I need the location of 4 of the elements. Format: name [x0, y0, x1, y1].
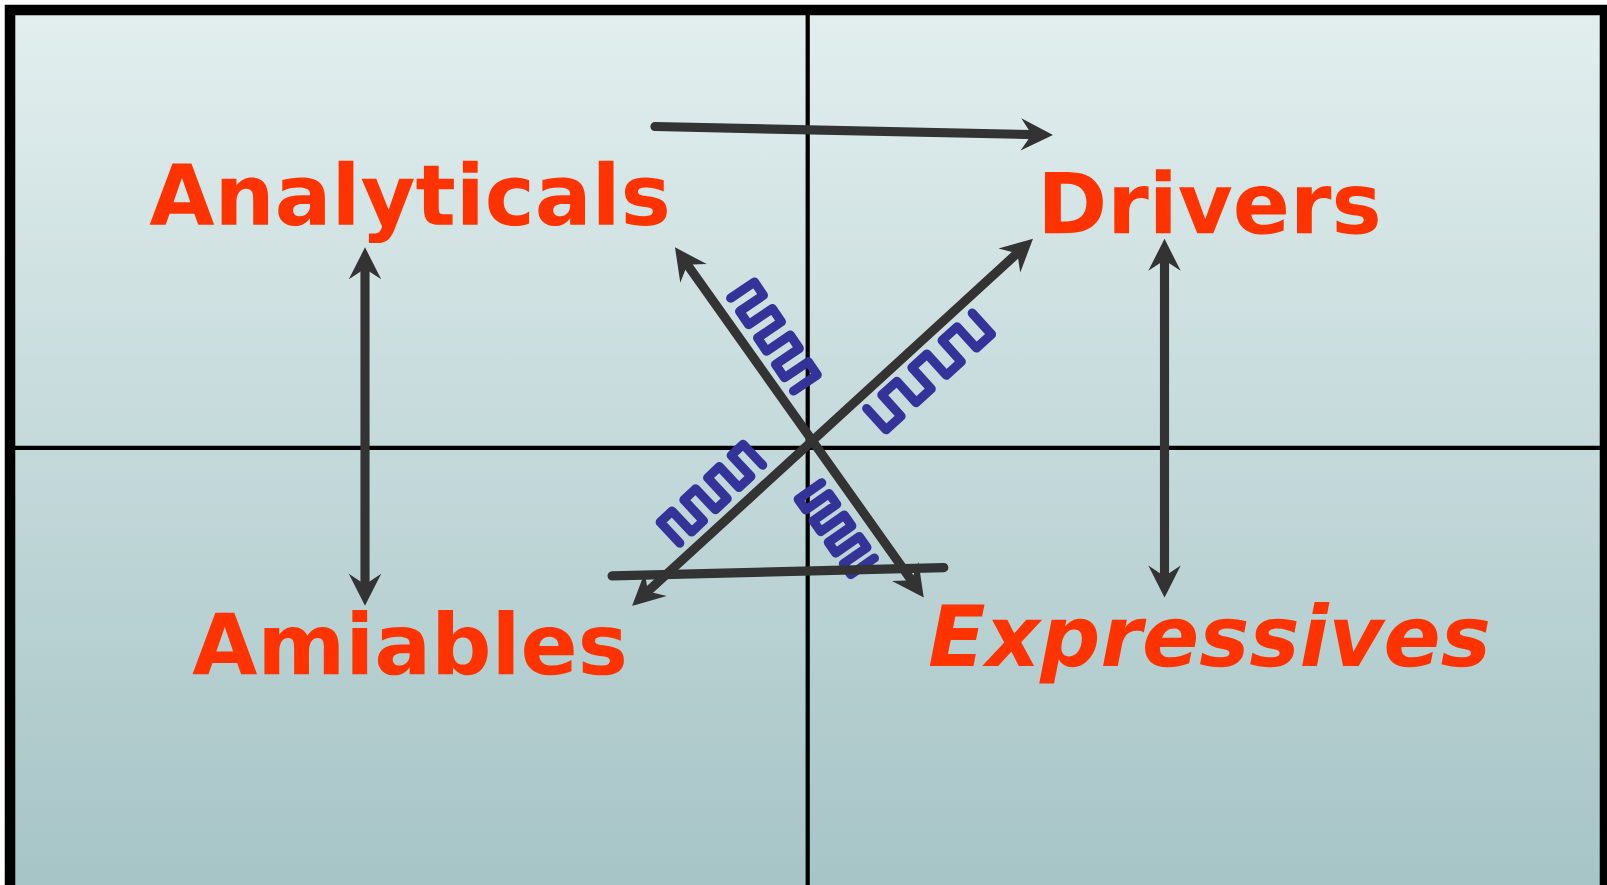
quadrant-label: Expressives: [929, 601, 1488, 684]
quadrant-label: Analyticals: [149, 160, 667, 244]
quadrant-label: Drivers: [1044, 169, 1378, 235]
quadrant-label: Amiables: [192, 610, 624, 676]
